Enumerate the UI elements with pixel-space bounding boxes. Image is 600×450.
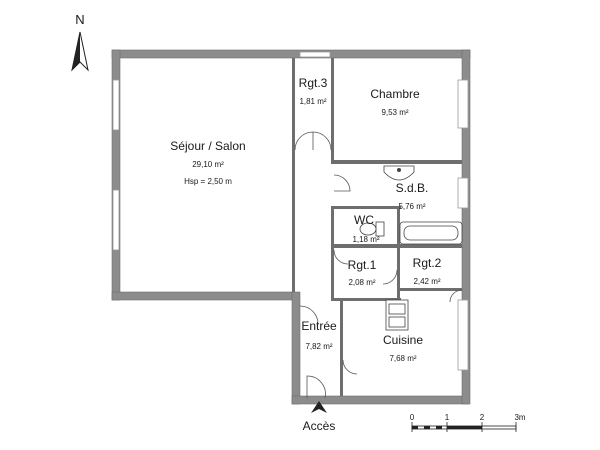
scale-tick: 3m [514, 413, 525, 422]
room-area: 7,68 m² [389, 354, 416, 363]
room-label-sdb: S.d.B. 5,76 m² [396, 181, 429, 211]
room-name: Cuisine [383, 333, 423, 347]
room-label-entree: Entrée 7,82 m² [301, 319, 337, 351]
room-name: Séjour / Salon [170, 139, 245, 153]
room-label-rgt2: Rgt.2 2,42 m² [413, 256, 442, 286]
ceiling-height: Hsp = 2,50 m [184, 177, 232, 186]
scale-tick: 0 [410, 413, 415, 422]
room-area: 2,42 m² [413, 277, 440, 286]
room-name: Rgt.3 [299, 76, 328, 90]
room-area: 1,81 m² [299, 97, 326, 106]
scale-bar: 0 1 2 3m [410, 413, 526, 432]
room-name: S.d.B. [396, 181, 429, 195]
windows [112, 51, 469, 371]
room-area: 9,53 m² [381, 108, 408, 117]
north-label: N [75, 12, 84, 27]
room-label-rgt3: Rgt.3 1,81 m² [299, 76, 328, 106]
room-name: Chambre [370, 87, 420, 101]
room-label-sejour: Séjour / Salon 29,10 m² Hsp = 2,50 m [170, 139, 245, 186]
room-area: 5,76 m² [398, 202, 425, 211]
room-name: Entrée [301, 319, 337, 333]
room-area: 2,08 m² [348, 278, 375, 287]
room-name: Rgt.2 [413, 256, 442, 270]
room-label-cuisine: Cuisine 7,68 m² [383, 333, 423, 363]
scale-tick: 2 [480, 413, 485, 422]
room-name: Rgt.1 [348, 258, 377, 272]
scale-tick: 1 [445, 413, 450, 422]
access-arrow-icon [311, 401, 327, 413]
room-label-chambre: Chambre 9,53 m² [370, 87, 420, 117]
room-name: WC [354, 213, 374, 227]
access-marker: Accès [303, 401, 336, 433]
room-area: 29,10 m² [192, 160, 224, 169]
fixtures [359, 165, 463, 331]
north-arrow-icon: N [71, 12, 89, 72]
room-label-rgt1: Rgt.1 2,08 m² [348, 258, 377, 287]
access-label: Accès [303, 419, 336, 433]
doors [294, 131, 463, 399]
room-area: 7,82 m² [305, 342, 332, 351]
room-area: 1,18 m² [352, 235, 379, 244]
walls [111, 49, 471, 405]
room-label-wc: WC 1,18 m² [352, 213, 379, 244]
